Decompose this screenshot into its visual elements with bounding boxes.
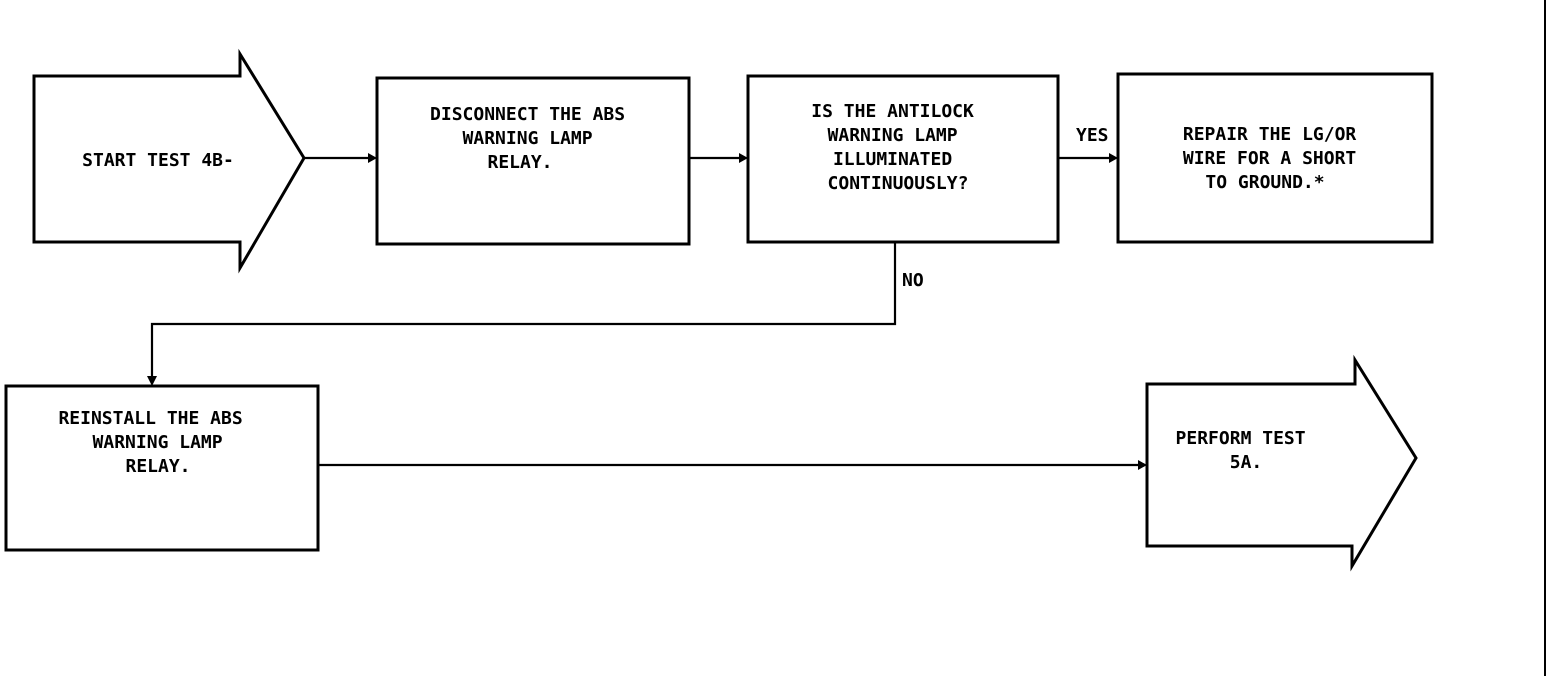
perform-label: PERFORM TEST 5A. [1176,428,1317,473]
perform-arrow-shape [1145,354,1418,572]
edge-arrowhead [1138,460,1147,470]
reinstall-line-1: REINSTALL THE ABS [58,408,242,429]
repair-line-1: REPAIR THE LG/OR [1183,124,1357,145]
reinstall-line-2: WARNING LAMP [93,432,223,453]
reinstall-box [4,384,320,552]
edge-arrowhead [1109,153,1118,163]
reinstall-line-3: RELAY. [125,456,190,477]
node-disconnect: DISCONNECT THE ABS WARNING LAMP RELAY. [375,76,691,246]
question-label: IS THE ANTILOCK WARNING LAMP ILLUMINATED… [811,101,984,194]
start-label: START TEST 4B- [82,150,234,171]
disconnect-line-2: WARNING LAMP [463,128,593,149]
node-repair: REPAIR THE LG/OR WIRE FOR A SHORT TO GRO… [1116,72,1434,244]
edge-question-to-repair-yes: YES [1058,125,1118,163]
disconnect-box [375,76,691,246]
question-line-2: WARNING LAMP [828,125,958,146]
edge-line [150,242,897,378]
start-line-1: START TEST 4B- [82,150,234,171]
repair-label: REPAIR THE LG/OR WIRE FOR A SHORT TO GRO… [1183,124,1367,193]
reinstall-label: REINSTALL THE ABS WARNING LAMP RELAY. [58,408,253,477]
repair-box [1116,72,1434,244]
question-box [746,74,1060,244]
node-perform: PERFORM TEST 5A. [1145,354,1418,572]
edge-disconnect-to-question [689,153,748,163]
edge-reinstall-to-perform [318,460,1147,470]
edge-arrowhead [739,153,748,163]
no-label: NO [902,270,924,291]
yes-label: YES [1076,125,1109,146]
disconnect-label: DISCONNECT THE ABS WARNING LAMP RELAY. [430,104,636,173]
disconnect-line-3: RELAY. [487,152,552,173]
repair-line-3: TO GROUND.* [1205,172,1324,193]
node-question: IS THE ANTILOCK WARNING LAMP ILLUMINATED… [746,74,1060,244]
start-arrow-shape [32,48,306,274]
edge-question-to-reinstall-no: NO [147,242,924,386]
edge-start-to-disconnect [304,153,377,163]
question-line-1: IS THE ANTILOCK [811,101,974,122]
repair-line-2: WIRE FOR A SHORT [1183,148,1357,169]
question-line-3: ILLUMINATED [833,149,952,170]
edge-arrowhead [147,376,157,386]
perform-line-2: 5A. [1230,452,1263,473]
node-reinstall: REINSTALL THE ABS WARNING LAMP RELAY. [4,384,320,552]
disconnect-line-1: DISCONNECT THE ABS [430,104,625,125]
question-line-4: CONTINUOUSLY? [828,173,969,194]
perform-line-1: PERFORM TEST [1176,428,1306,449]
node-start: START TEST 4B- [32,48,306,274]
edge-arrowhead [368,153,377,163]
